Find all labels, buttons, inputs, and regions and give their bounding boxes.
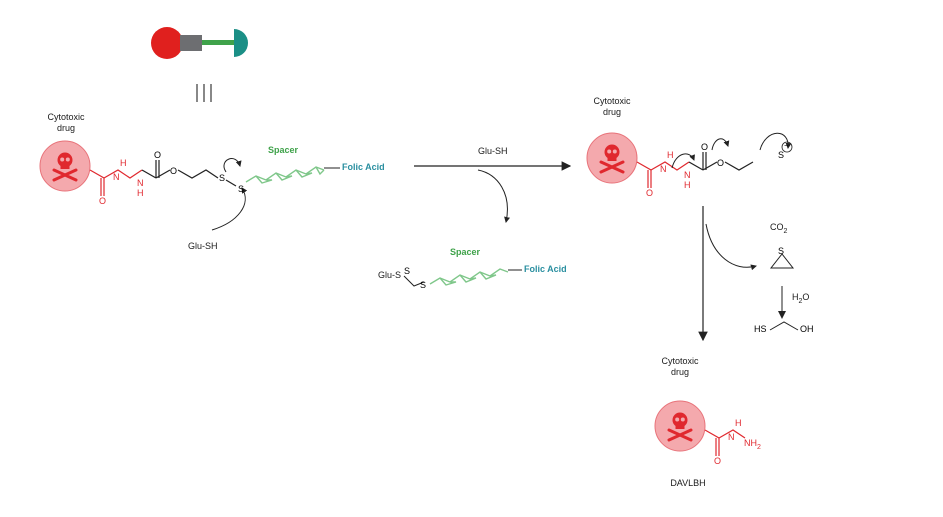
equivalence-sign: [196, 84, 212, 102]
atom-s-2a: S: [404, 266, 411, 276]
conjugate-icon: [151, 27, 248, 59]
mercaptoethanol-bonds: [769, 321, 799, 331]
davlbh-label: DAVLBH: [670, 478, 706, 488]
oh-label: OH: [800, 324, 814, 334]
atom-s-1b: S: [238, 184, 245, 194]
atom-o-2c: O: [717, 158, 725, 168]
curved-arrow-m2-a: [671, 153, 695, 169]
atom-o-1b: O: [154, 150, 162, 160]
folate-cap-icon: [234, 29, 248, 57]
atom-s-minus: S: [778, 150, 785, 160]
curved-arrow-m2-b: [711, 138, 730, 151]
drug-circle-2: [586, 132, 638, 184]
byproduct-curved-arrow: [477, 169, 510, 223]
hs-label: HS: [754, 324, 767, 334]
atom-n-2b: N: [684, 170, 691, 180]
spacer-label-1: Spacer: [268, 145, 299, 155]
drug-circle-1: [39, 140, 91, 192]
curved-arrow-glu-attack: [211, 187, 248, 231]
negative-charge: −: [784, 141, 789, 150]
atom-n-2a: N: [660, 164, 667, 174]
elimination-curved-arrow: [705, 223, 757, 271]
spacer-label-2: Spacer: [450, 247, 481, 257]
curved-arrow-ss: [223, 158, 242, 173]
atom-nh-2a: H: [667, 150, 674, 160]
molecule-1-bonds: [89, 160, 237, 196]
folic-acid-label-1: Folic Acid: [342, 162, 385, 172]
thiirane-s: S: [778, 246, 785, 256]
glu-sh-attack-label: Glu-SH: [188, 241, 218, 251]
atom-s-1a: S: [219, 173, 226, 183]
atom-n-1b: N: [137, 178, 144, 188]
thiirane-ring: [769, 253, 795, 269]
atom-nh-1a: H: [120, 158, 127, 168]
atom-s-2b: S: [420, 280, 427, 290]
curved-arrow-m2-c: [759, 132, 792, 151]
atom-o-1a: O: [99, 196, 107, 206]
atom-o-2b: O: [701, 142, 709, 152]
atom-n-1a: N: [113, 172, 120, 182]
atom-nh2-3: NH2: [744, 438, 761, 451]
atom-nh-1b: H: [137, 188, 144, 198]
spacer-bar-icon: [202, 40, 234, 45]
linker-block-icon: [180, 35, 202, 51]
atom-o-3a: O: [714, 456, 722, 466]
drug-ball-icon: [151, 27, 183, 59]
co2-label: CO2: [770, 222, 788, 235]
molecule-3-bonds: [704, 429, 746, 456]
negative-charge-circle: [781, 141, 793, 153]
glu-sh-reagent-label: Glu-SH: [478, 146, 508, 156]
atom-n-3a: N: [728, 432, 735, 442]
atom-o-1c: O: [170, 166, 178, 176]
molecule-2-bonds: [636, 152, 754, 188]
spacer-chain-1: [245, 166, 325, 184]
drug-circle-3: [654, 400, 706, 452]
folic-acid-label-2: Folic Acid: [524, 264, 567, 274]
atom-nh-3a: H: [735, 418, 742, 428]
glu-s-label: Glu-S: [378, 270, 402, 280]
atom-o-2a: O: [646, 188, 654, 198]
water-label: H2O: [792, 292, 810, 305]
atom-nh-2b: H: [684, 180, 691, 190]
spacer-chain-2: [429, 268, 509, 286]
